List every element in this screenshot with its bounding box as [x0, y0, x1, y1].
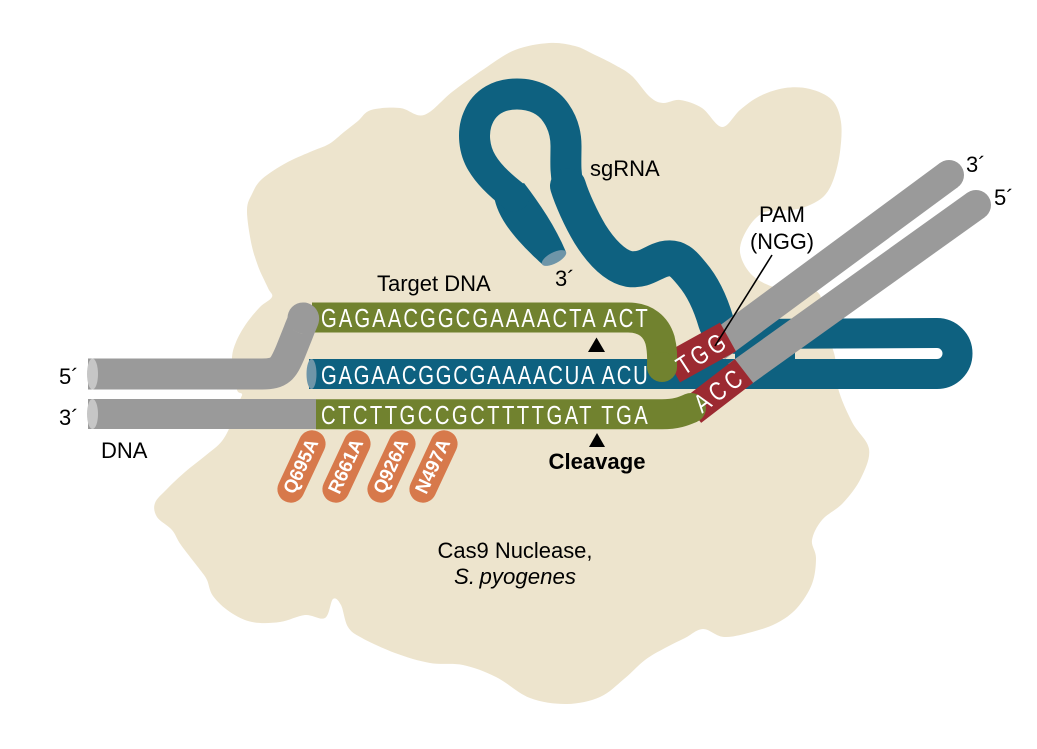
- svg-text:5´: 5´: [994, 185, 1014, 210]
- svg-text:3´: 3´: [966, 152, 986, 177]
- svg-text:3´: 3´: [555, 266, 575, 291]
- svg-text:GAGAACGGCGAAAACTA ACT: GAGAACGGCGAAAACTA ACT: [321, 304, 648, 333]
- svg-text:sgRNA: sgRNA: [590, 156, 660, 181]
- svg-text:5´: 5´: [59, 364, 79, 389]
- svg-text:(NGG): (NGG): [750, 229, 814, 254]
- svg-text:Cleavage: Cleavage: [549, 449, 646, 474]
- svg-text:S. pyogenes: S. pyogenes: [454, 564, 576, 589]
- svg-text:3´: 3´: [59, 405, 79, 430]
- svg-text:DNA: DNA: [101, 438, 148, 463]
- svg-text:Target DNA: Target DNA: [377, 271, 491, 296]
- svg-text:Cas9 Nuclease,: Cas9 Nuclease,: [438, 538, 593, 563]
- svg-text:CTCTTGCCGCTTTTGAT TGA: CTCTTGCCGCTTTTGAT TGA: [321, 401, 648, 430]
- svg-text:GAGAACGGCGAAAACUA ACU: GAGAACGGCGAAAACUA ACU: [321, 361, 648, 390]
- svg-text:PAM: PAM: [759, 202, 805, 227]
